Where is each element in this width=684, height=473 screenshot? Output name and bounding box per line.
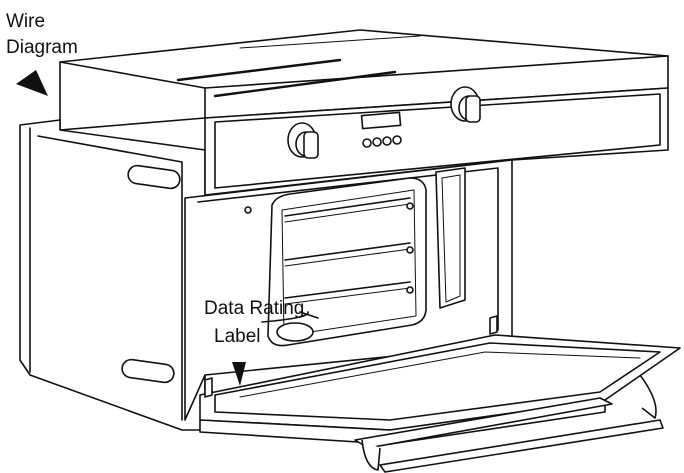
wire-diagram-label-line1: Wire (6, 11, 45, 32)
data-rating-label-line2: Label (214, 326, 261, 347)
door-handle (354, 374, 664, 473)
control-panel (197, 86, 669, 201)
display-window (360, 111, 402, 130)
data-rating-label-line1: Data Rating (204, 298, 304, 319)
oven-window (267, 177, 427, 347)
oven-cavity-frame (184, 159, 513, 421)
left-control-knob (287, 122, 319, 159)
data-rating-label-plate (276, 322, 314, 342)
data-rating-arrow (232, 311, 319, 386)
frame-screw (244, 206, 252, 214)
side-vent-slot-top (127, 164, 181, 190)
right-control-knob (450, 86, 481, 123)
oven-left-side-panel (19, 119, 206, 431)
wire-diagram-arrow (16, 70, 48, 96)
frame-slot (435, 167, 466, 309)
oven-racks (284, 197, 414, 305)
side-vent-slot-bottom (121, 358, 175, 384)
control-buttons (362, 135, 402, 148)
wire-diagram-label-line2: Diagram (6, 37, 78, 58)
oven-door-open (199, 315, 681, 473)
